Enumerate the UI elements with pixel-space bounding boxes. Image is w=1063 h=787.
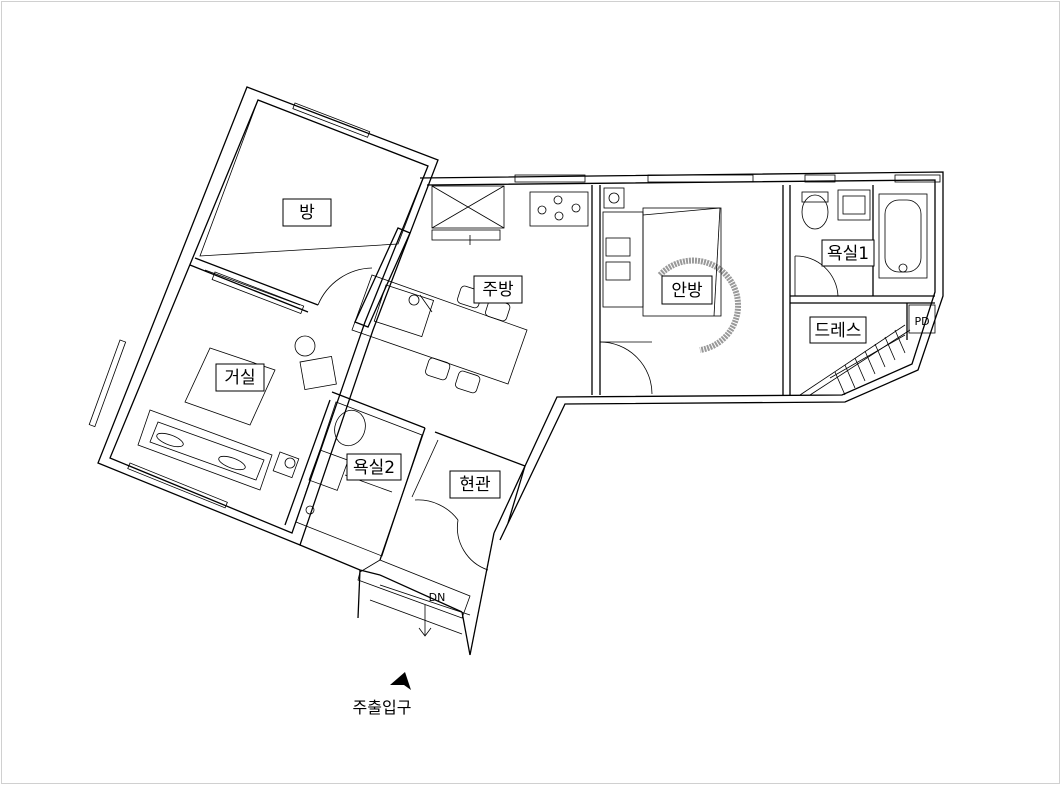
dress-room-details: [799, 304, 936, 396]
stove-burners-icon: [537, 195, 581, 221]
label-bathroom2: 욕실2: [353, 458, 395, 478]
entrance-arrow-icon: [390, 672, 411, 690]
label-living-room: 거실: [224, 368, 255, 388]
label-master-bedroom: 안방: [671, 281, 703, 301]
windows: [88, 102, 941, 509]
sofa-icon: [137, 409, 273, 491]
living-room-furniture: [137, 335, 337, 491]
label-dress-room: 드레스: [815, 321, 862, 341]
label-entrance: 현관: [459, 475, 490, 495]
label-kitchen: 주방: [482, 280, 514, 300]
label-main-entrance: 주출입구: [353, 698, 412, 717]
kitchen-furniture: [351, 185, 589, 394]
room-details: [199, 99, 429, 315]
interior-walls: [189, 185, 935, 561]
entrance-details: [369, 439, 489, 637]
label-room: 방: [299, 203, 315, 223]
label-stairs-down: DN: [429, 591, 446, 604]
label-pd: PD: [914, 315, 929, 328]
hanger-rack-icon: [829, 329, 906, 396]
room-labels: 방 주방 안방 욕실1 드레스 PD 거실 욕실2 현관 DN 주출입구: [215, 198, 930, 717]
bathroom1-fixtures: [794, 189, 928, 297]
master-bedroom-details: [599, 187, 741, 395]
label-bathroom1: 욕실1: [827, 244, 869, 264]
